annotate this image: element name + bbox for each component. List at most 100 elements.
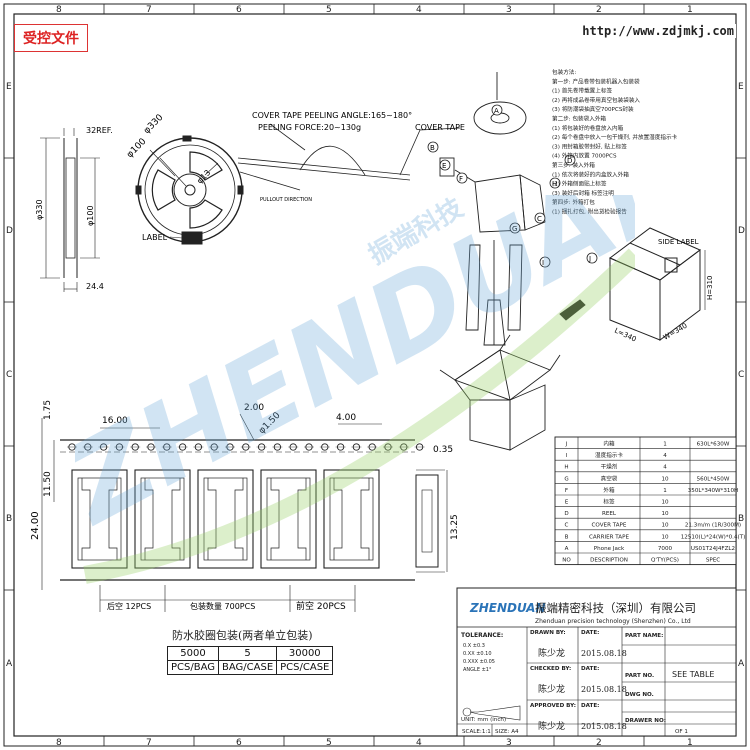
zone-letter: A xyxy=(738,659,745,669)
reel-side-d330: φ330 xyxy=(35,199,44,220)
date-label: DATE: xyxy=(581,703,599,709)
zone-number: 2 xyxy=(596,738,602,748)
callout-letter: E xyxy=(442,162,446,170)
carrier-tape xyxy=(41,413,448,612)
bom-cell: COVER TAPE xyxy=(592,523,627,529)
dim-16: 16.00 xyxy=(102,416,128,426)
qty-cell: BAG/CASE xyxy=(218,660,278,675)
bom-cell: D xyxy=(564,511,568,517)
reel-width-label: 24.4 xyxy=(86,282,104,291)
bom-cell: 1 xyxy=(663,488,667,494)
step-line: (2) 外箱侧面贴上标签 xyxy=(552,180,607,188)
step-line: (1) 捆扎打包, 附出货检验报告 xyxy=(552,208,627,216)
tolerance-line: 0.X ±0.3 xyxy=(463,643,485,649)
zone-letter: E xyxy=(6,82,12,92)
signoff-name: 陈少龙 xyxy=(538,720,565,732)
tolerance-line: 0.XX ±0.10 xyxy=(463,651,492,657)
size-text: SIZE: A4 xyxy=(495,729,519,735)
part-no-label: PART NO. xyxy=(625,673,654,679)
qty-cell: PCS/CASE xyxy=(276,660,334,675)
bom-cell: US01T24J4FZL2 xyxy=(691,546,735,552)
bom-cell: I xyxy=(566,453,568,459)
bom-cell: J xyxy=(565,442,568,448)
callout-letter: A xyxy=(494,107,499,115)
reel-d330-label: φ330 xyxy=(142,113,166,137)
tolerance-line: ANGLE ±1° xyxy=(463,667,492,673)
dim-2: 2.00 xyxy=(244,403,264,413)
step-line: (1) 首先卷带载置上标签 xyxy=(552,87,612,95)
peel-angle-text: COVER TAPE PEELING ANGLE:165~180° xyxy=(252,111,412,120)
company-logo: ZHENDUAN xyxy=(469,601,545,615)
bom-cell: REEL xyxy=(602,511,617,517)
callout-circle xyxy=(456,172,468,184)
bom-cell: 内箱 xyxy=(603,440,615,448)
pullout-direction-text: PULLOUT DIRECTION xyxy=(260,197,312,203)
box-h-text: H=310 xyxy=(706,276,714,301)
zone-letter: C xyxy=(6,370,12,380)
controlled-document-stamp: 受控文件 xyxy=(14,24,88,52)
bom-cell: 1 xyxy=(663,442,667,448)
callout-circle xyxy=(539,256,551,268)
qty-label-text: 包装数量 700PCS xyxy=(190,601,255,611)
bom-cell: Phone Jack xyxy=(594,546,625,552)
bom-cell: B xyxy=(565,534,569,540)
empty-leader-text: 前空 20PCS xyxy=(296,600,346,612)
zone-letter: A xyxy=(6,659,13,669)
inner-frame xyxy=(13,13,737,737)
company-name-cn: 振端精密科技（深圳）有限公司 xyxy=(535,601,696,615)
zone-letter: D xyxy=(738,226,745,236)
zone-letter: D xyxy=(6,226,13,236)
zone-number: 4 xyxy=(416,5,422,15)
bom-cell: 10 xyxy=(661,534,669,540)
zone-number: 6 xyxy=(236,738,242,748)
outer-frame xyxy=(3,3,747,747)
bom-cell: E xyxy=(565,500,569,506)
box-w-text: W=340 xyxy=(662,322,689,342)
package-caption: 防水胶圈包装(两者单立包装) xyxy=(172,629,313,642)
callout-letter: B xyxy=(430,144,435,152)
dim-24: 24.00 xyxy=(30,511,41,540)
reel-label-text: LABEL xyxy=(142,233,168,242)
callout-letter: D xyxy=(567,157,572,165)
bom-cell: 10 xyxy=(661,500,669,506)
bom-cell: 10 xyxy=(661,511,669,517)
side-label-text: SIDE LABEL xyxy=(658,238,699,246)
zone-letter: E xyxy=(738,82,744,92)
zone-number: 6 xyxy=(236,5,242,15)
cover-tape-text: COVER TAPE xyxy=(415,123,465,132)
zone-number: 3 xyxy=(506,738,512,748)
drawer-no-label: DRAWER NO: xyxy=(625,718,666,724)
part-name-label: PART NAME: xyxy=(625,633,663,639)
tolerance-title: TOLERANCE: xyxy=(461,632,503,639)
scale-text: SCALE:1:1 xyxy=(462,729,491,735)
tolerance-line: 0.XXX ±0.05 xyxy=(463,659,495,665)
step-line: (3) 将防潮袋抽真空700PCS封装 xyxy=(552,105,634,113)
zone-letter: B xyxy=(738,514,744,524)
zone-letter: B xyxy=(6,514,12,524)
bom-cell: SPEC xyxy=(706,558,720,564)
bom-cell: 10 xyxy=(661,523,669,529)
company-name-en: Zhenduan precision technology (Shenzhen)… xyxy=(535,618,691,625)
reel-d100-label: φ100 xyxy=(125,137,149,161)
part-no-value: SEE TABLE xyxy=(672,670,714,679)
signoff-name: 陈少龙 xyxy=(538,647,565,659)
callout-circle xyxy=(491,104,503,116)
bom-cell: 4 xyxy=(663,453,667,459)
dim-175: 1.75 xyxy=(43,400,53,420)
label-area xyxy=(181,231,203,245)
dwg-no-label: DWG NO. xyxy=(625,692,654,698)
dim-035: 0.35 xyxy=(433,445,453,455)
zone-number: 5 xyxy=(326,5,332,15)
zone-number: 8 xyxy=(56,5,62,15)
website-url[interactable]: http://www.zdjmkj.com xyxy=(580,24,736,38)
signoff-label: CHECKED BY: xyxy=(530,666,571,672)
qty-cell: 5 xyxy=(218,646,278,661)
dim-1150: 11.50 xyxy=(43,471,53,497)
bom-cell: Q'TY(PCS) xyxy=(651,558,679,564)
bom-cell: 560L*450W xyxy=(697,476,730,482)
reel-side-d100: φ100 xyxy=(86,205,95,226)
bom-cell: 外箱 xyxy=(603,486,615,494)
